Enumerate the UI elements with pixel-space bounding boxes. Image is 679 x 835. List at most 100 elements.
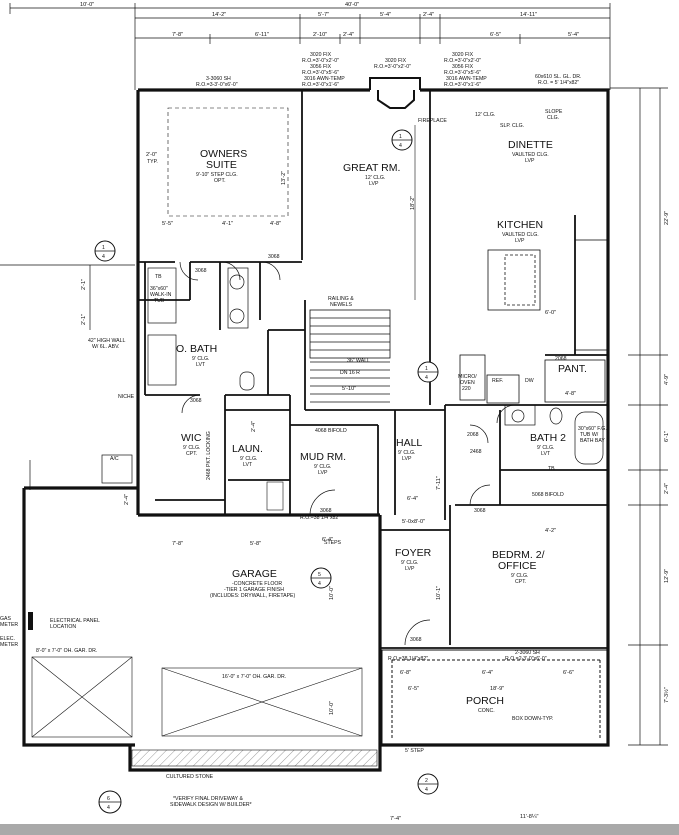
note-oven: OVEN — [460, 380, 475, 386]
svg-text:OFFICE: OFFICE — [498, 560, 537, 572]
note-42-wall-1: 42" HIGH WALL — [88, 338, 126, 344]
svg-text:OPT.: OPT. — [214, 178, 226, 184]
svg-text:3020 FIX: 3020 FIX — [310, 52, 332, 58]
note-shower-2: TUB W/ — [580, 432, 599, 438]
fireplace-bump — [369, 77, 421, 109]
dim-garage-h2: 10'-0" — [329, 701, 335, 715]
electrical-panel — [28, 612, 33, 630]
room-owners-bath: O. BATH 9' CLG. LVT — [176, 343, 217, 368]
dim-porch-w: 18'-9" — [490, 686, 504, 692]
svg-text:2: 2 — [425, 778, 428, 784]
note-shower-1: 30"x60" F.G. — [578, 426, 607, 432]
door-3068-foyer: 3068 R.O.=38 1/4"x82" — [388, 637, 428, 662]
dim-bed-w: 4'-2" — [545, 528, 556, 534]
svg-text:5: 5 — [318, 572, 321, 578]
dim-top-row2-3: 2'-4" — [423, 12, 434, 18]
svg-text:LVP: LVP — [318, 470, 328, 476]
ac-pad — [101, 454, 133, 484]
svg-text:3020 FIX: 3020 FIX — [452, 52, 474, 58]
svg-text:3068: 3068 — [320, 508, 332, 514]
note-elec-1: ELEC. — [0, 636, 15, 642]
svg-text:9' CLG.: 9' CLG. — [314, 464, 331, 470]
svg-text:O. BATH: O. BATH — [176, 343, 217, 355]
dim-overall: 40'-0" — [345, 2, 359, 8]
dim-right-4: 12'-9" — [664, 569, 670, 583]
svg-text:GREAT RM.: GREAT RM. — [343, 162, 400, 174]
dim-left-offset: 10'-0" — [80, 2, 94, 8]
svg-text:R.O.=3'-0"x5'-6": R.O.=3'-0"x5'-6" — [302, 70, 339, 76]
note-electrical-1: ELECTRICAL PANEL — [50, 618, 100, 624]
svg-text:12' CLG.: 12' CLG. — [365, 175, 385, 181]
svg-text:1: 1 — [102, 245, 105, 251]
svg-text:3056 FIX: 3056 FIX — [310, 64, 332, 70]
dim-right-5: 7'-3½" — [663, 687, 670, 703]
dim-right-1: 4'-9" — [664, 374, 670, 385]
svg-text:BEDRM. 2/: BEDRM. 2/ — [492, 549, 545, 561]
window-w5-callout: 60x610 SL. GL. DR. R.O. = 5' 1/4"x82" — [535, 74, 581, 86]
top-dimension-lines — [9, 3, 611, 90]
room-kitchen: KITCHEN VAULTED CLG. LVP — [497, 219, 543, 244]
note-verify-2: SIDEWALK DESIGN W/ BUILDER* — [170, 802, 252, 808]
door-3068-c: 3068 — [190, 398, 202, 404]
note-shower-3: BATH BAY — [580, 438, 605, 444]
bath-fixtures — [147, 267, 604, 465]
svg-text:R.O.=3'-0"x2'-0": R.O.=3'-0"x2'-0" — [374, 64, 411, 70]
dim-right-3: 2'-4" — [664, 483, 670, 494]
svg-text:3016 AWN-TEMP: 3016 AWN-TEMP — [446, 76, 487, 82]
dim-porch-d4: 6'-5" — [408, 686, 419, 692]
svg-text:OWNERS: OWNERS — [200, 148, 247, 160]
room-mud-room: MUD RM. 9' CLG. LVP — [300, 451, 346, 476]
dim-kitchen-w: 6'-0" — [545, 310, 556, 316]
svg-text:3016 AWN-TEMP: 3016 AWN-TEMP — [304, 76, 345, 82]
svg-text:R.O.=3'-0"x2'-0": R.O.=3'-0"x2'-0" — [302, 58, 339, 64]
dim-top-row2-2: 5'-4" — [380, 12, 391, 18]
mud-cubby — [266, 481, 284, 511]
svg-text:4: 4 — [425, 787, 428, 793]
typ-label: TYP. — [147, 159, 158, 165]
svg-text:GARAGE: GARAGE — [232, 568, 277, 580]
door-3068-b: 3068 — [268, 254, 280, 260]
svg-text:R.O.=3'-0"x1'-6": R.O.=3'-0"x1'-6" — [444, 82, 481, 88]
dim-garage-w2: 5'-8" — [250, 541, 261, 547]
note-verify-1: *VERIFY FINAL DRIVEWAY & — [173, 796, 243, 802]
svg-text:9' CLG.: 9' CLG. — [537, 445, 554, 451]
svg-text:LVT: LVT — [196, 362, 206, 368]
svg-text:9' CLG.: 9' CLG. — [398, 450, 415, 456]
note-gas-1: GAS — [0, 616, 11, 622]
dim-top-row3-2: 2'-10" — [313, 32, 327, 38]
note-tub-1: 36"x60" — [150, 286, 168, 292]
note-micro: MICRO/ — [458, 374, 477, 380]
svg-text:1: 1 — [399, 134, 402, 140]
bedroom-window: 2-3060 SH R.O.=2-3'-0"x6'-0" — [505, 650, 547, 662]
dim-top-row3-3: 2'-4" — [343, 32, 354, 38]
suite-tray-ceiling — [167, 107, 289, 217]
cultured-stone-band — [131, 749, 378, 767]
bottom-scroll-bar — [0, 824, 679, 835]
dim-top-row2-0: 14'-2" — [212, 12, 226, 18]
staircase — [309, 309, 391, 403]
dim-top-row3-0: 7'-8" — [172, 32, 183, 38]
note-5-step: 5' STEP — [405, 748, 424, 754]
note-dn: DN 16 R — [340, 370, 360, 376]
note-pkt: 2468 PKT. LOCKING — [206, 431, 212, 480]
svg-text:WIC: WIC — [181, 432, 202, 444]
dim-lau-h: 2'-4" — [251, 421, 257, 432]
svg-text:VAULTED CLG.: VAULTED CLG. — [512, 152, 549, 158]
note-garage-door-large: 16'-0" x 7'-0" OH. GAR. DR. — [222, 674, 286, 680]
svg-text:60x610 SL. GL. DR.: 60x610 SL. GL. DR. — [535, 74, 581, 80]
window-w4-callout: 3020 FIX R.O.=3'-0"x2'-0" 3056 FIX R.O.=… — [444, 52, 487, 88]
door-2468: 2468 — [470, 449, 482, 455]
note-42-wall-2: W/ 6L. ABV. — [92, 344, 120, 350]
note-bifold-5068: 5068 BIFOLD — [532, 492, 564, 498]
room-bedroom-2: BEDRM. 2/ OFFICE 9' CLG. CPT. — [492, 549, 545, 585]
room-dinette: DINETTE VAULTED CLG. LVP — [508, 139, 553, 164]
window-w2-callout: 3020 FIX R.O.=3'-0"x2'-0" 3056 FIX R.O.=… — [302, 52, 345, 88]
svg-text:R.O.=3'-0"x1'-6": R.O.=3'-0"x1'-6" — [302, 82, 339, 88]
note-tb-2: TB — [548, 466, 555, 472]
dim-bottom-d2: 7'-4" — [390, 816, 401, 822]
svg-text:FOYER: FOYER — [395, 547, 432, 559]
note-tb-1: TB — [155, 274, 162, 280]
svg-text:VAULTED CLG.: VAULTED CLG. — [502, 232, 539, 238]
svg-text:9' CLG.: 9' CLG. — [240, 456, 257, 462]
door-3068-e: 2068 — [555, 356, 567, 362]
